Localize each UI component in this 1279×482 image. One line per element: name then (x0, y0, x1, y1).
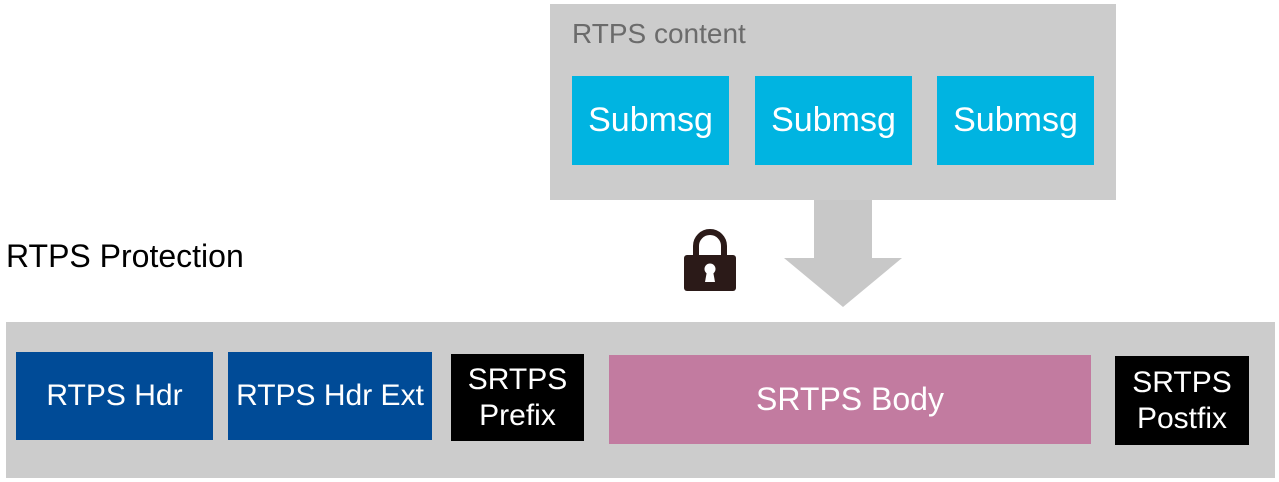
rtps-content-label: RTPS content (572, 18, 746, 49)
srtps-body-block: SRTPS Body (609, 355, 1091, 444)
srtps-prefix-line1: SRTPS (467, 363, 568, 397)
srtps-postfix-line2: Postfix (1136, 401, 1228, 435)
submsg-block-3: Submsg (937, 76, 1094, 165)
lock-icon (684, 229, 736, 291)
down-arrow-icon (784, 200, 902, 307)
submsg-block-2: Submsg (755, 76, 912, 165)
srtps-postfix-block: SRTPS Postfix (1115, 356, 1249, 445)
srtps-postfix-line1: SRTPS (1132, 366, 1232, 400)
rtps-hdr-block: RTPS Hdr (16, 352, 213, 440)
rtps-protection-label: RTPS Protection (6, 238, 244, 274)
srtps-prefix-block: SRTPS Prefix (451, 354, 584, 441)
rtps-hdr-ext-block: RTPS Hdr Ext (228, 352, 432, 440)
srtps-prefix-line2: Prefix (479, 398, 556, 432)
submsg-block-1: Submsg (572, 76, 729, 165)
